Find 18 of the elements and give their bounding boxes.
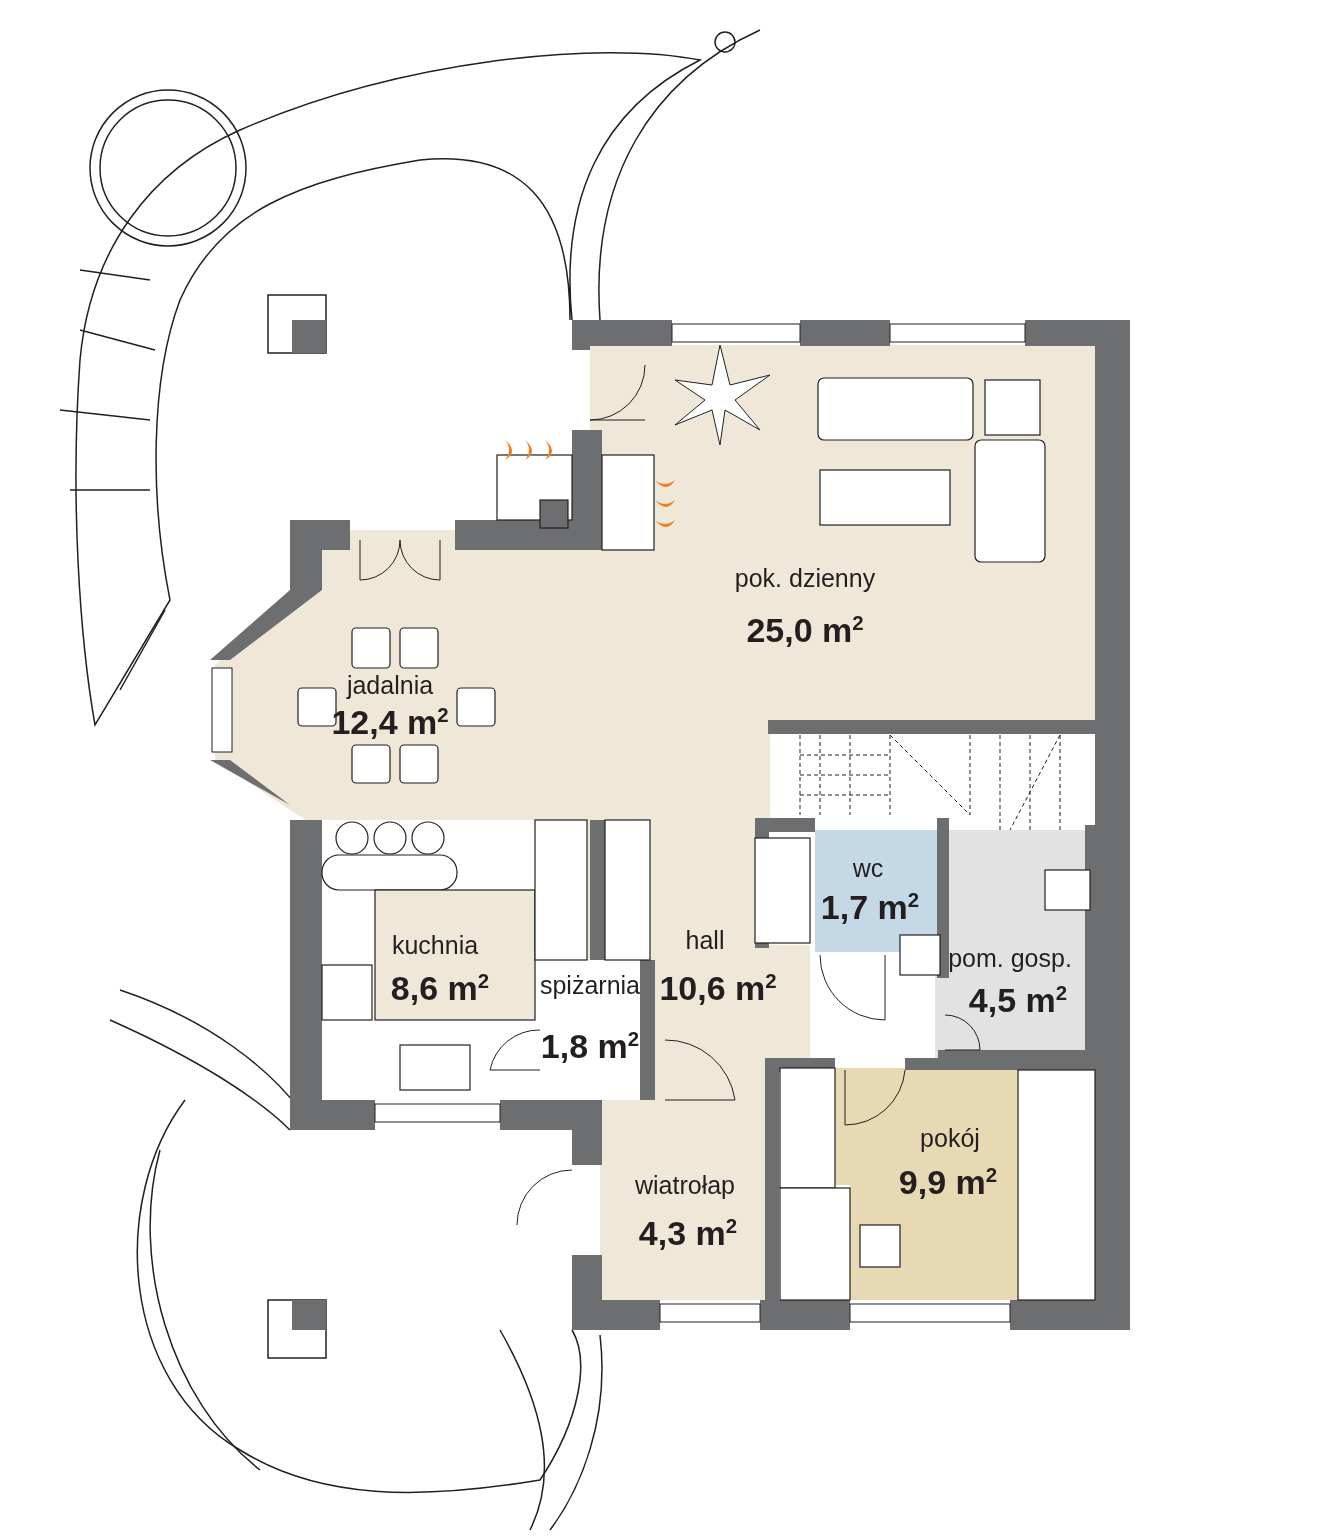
room-area: 9,9 m$^{2}$ [898, 1164, 998, 1200]
room-area: 8,6 m$^{2}$ [390, 970, 490, 1006]
room-area: 25,0 m$^{2}$ [746, 612, 864, 648]
room-name: pokój [920, 1125, 980, 1151]
room-name: jadalnia [346, 672, 434, 698]
room-name: wiatrołap [634, 1172, 736, 1198]
room-area: 12,4 m$^{2}$ [331, 704, 449, 740]
room-name: spiżarnia [539, 972, 641, 998]
room-name: pok. dzienny [734, 565, 876, 591]
room-area: 4,3 m$^{2}$ [638, 1215, 738, 1251]
room-area: 10,6 m$^{2}$ [659, 970, 777, 1006]
room-area: 4,5 m$^{2}$ [968, 982, 1068, 1018]
room-name: wc [852, 855, 884, 881]
room-name: pom. gosp. [948, 945, 1072, 971]
room-area: 1,8 m$^{2}$ [540, 1028, 640, 1064]
room-name: hall [685, 927, 725, 953]
room-area: 1,7 m$^{2}$ [820, 889, 920, 925]
room-name: kuchnia [391, 932, 479, 958]
